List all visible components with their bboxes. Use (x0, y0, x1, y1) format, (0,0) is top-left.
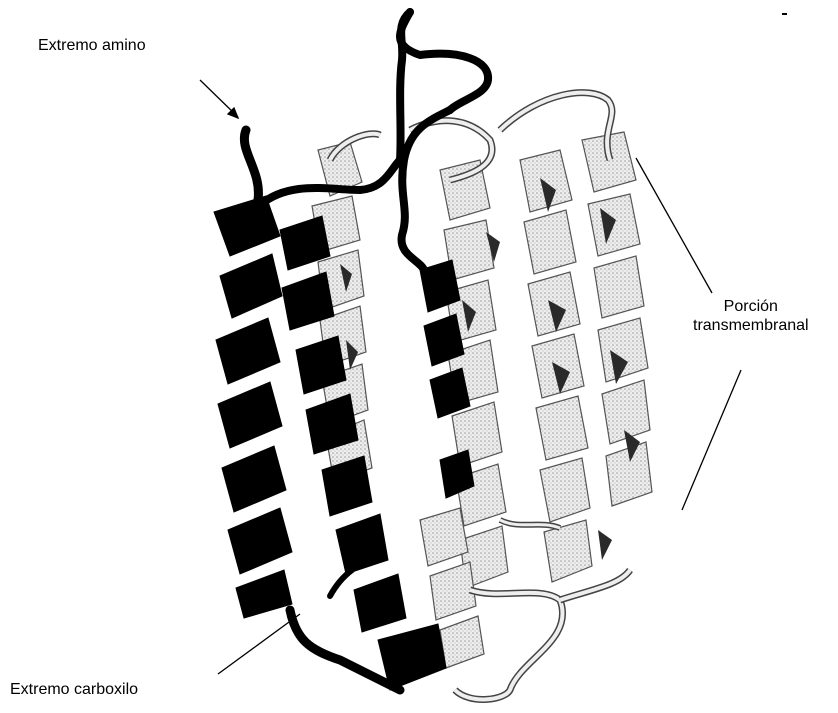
transmembrane-line-upper (636, 158, 712, 293)
amino-terminus-label: Extremo amino (38, 36, 146, 55)
transmembrane-label-line1: Porción (693, 297, 809, 316)
light-helix-4 (582, 132, 652, 506)
transmembrane-line-lower (682, 370, 741, 510)
dark-helix-1 (214, 196, 292, 618)
carboxyl-terminus-label: Extremo carboxilo (10, 680, 138, 699)
transmembrane-label-line2: transmembranal (693, 316, 809, 335)
transmembrane-label: Porción transmembranal (693, 297, 809, 335)
carboxilo-line (218, 614, 300, 674)
amino-terminus-tube (244, 130, 258, 200)
